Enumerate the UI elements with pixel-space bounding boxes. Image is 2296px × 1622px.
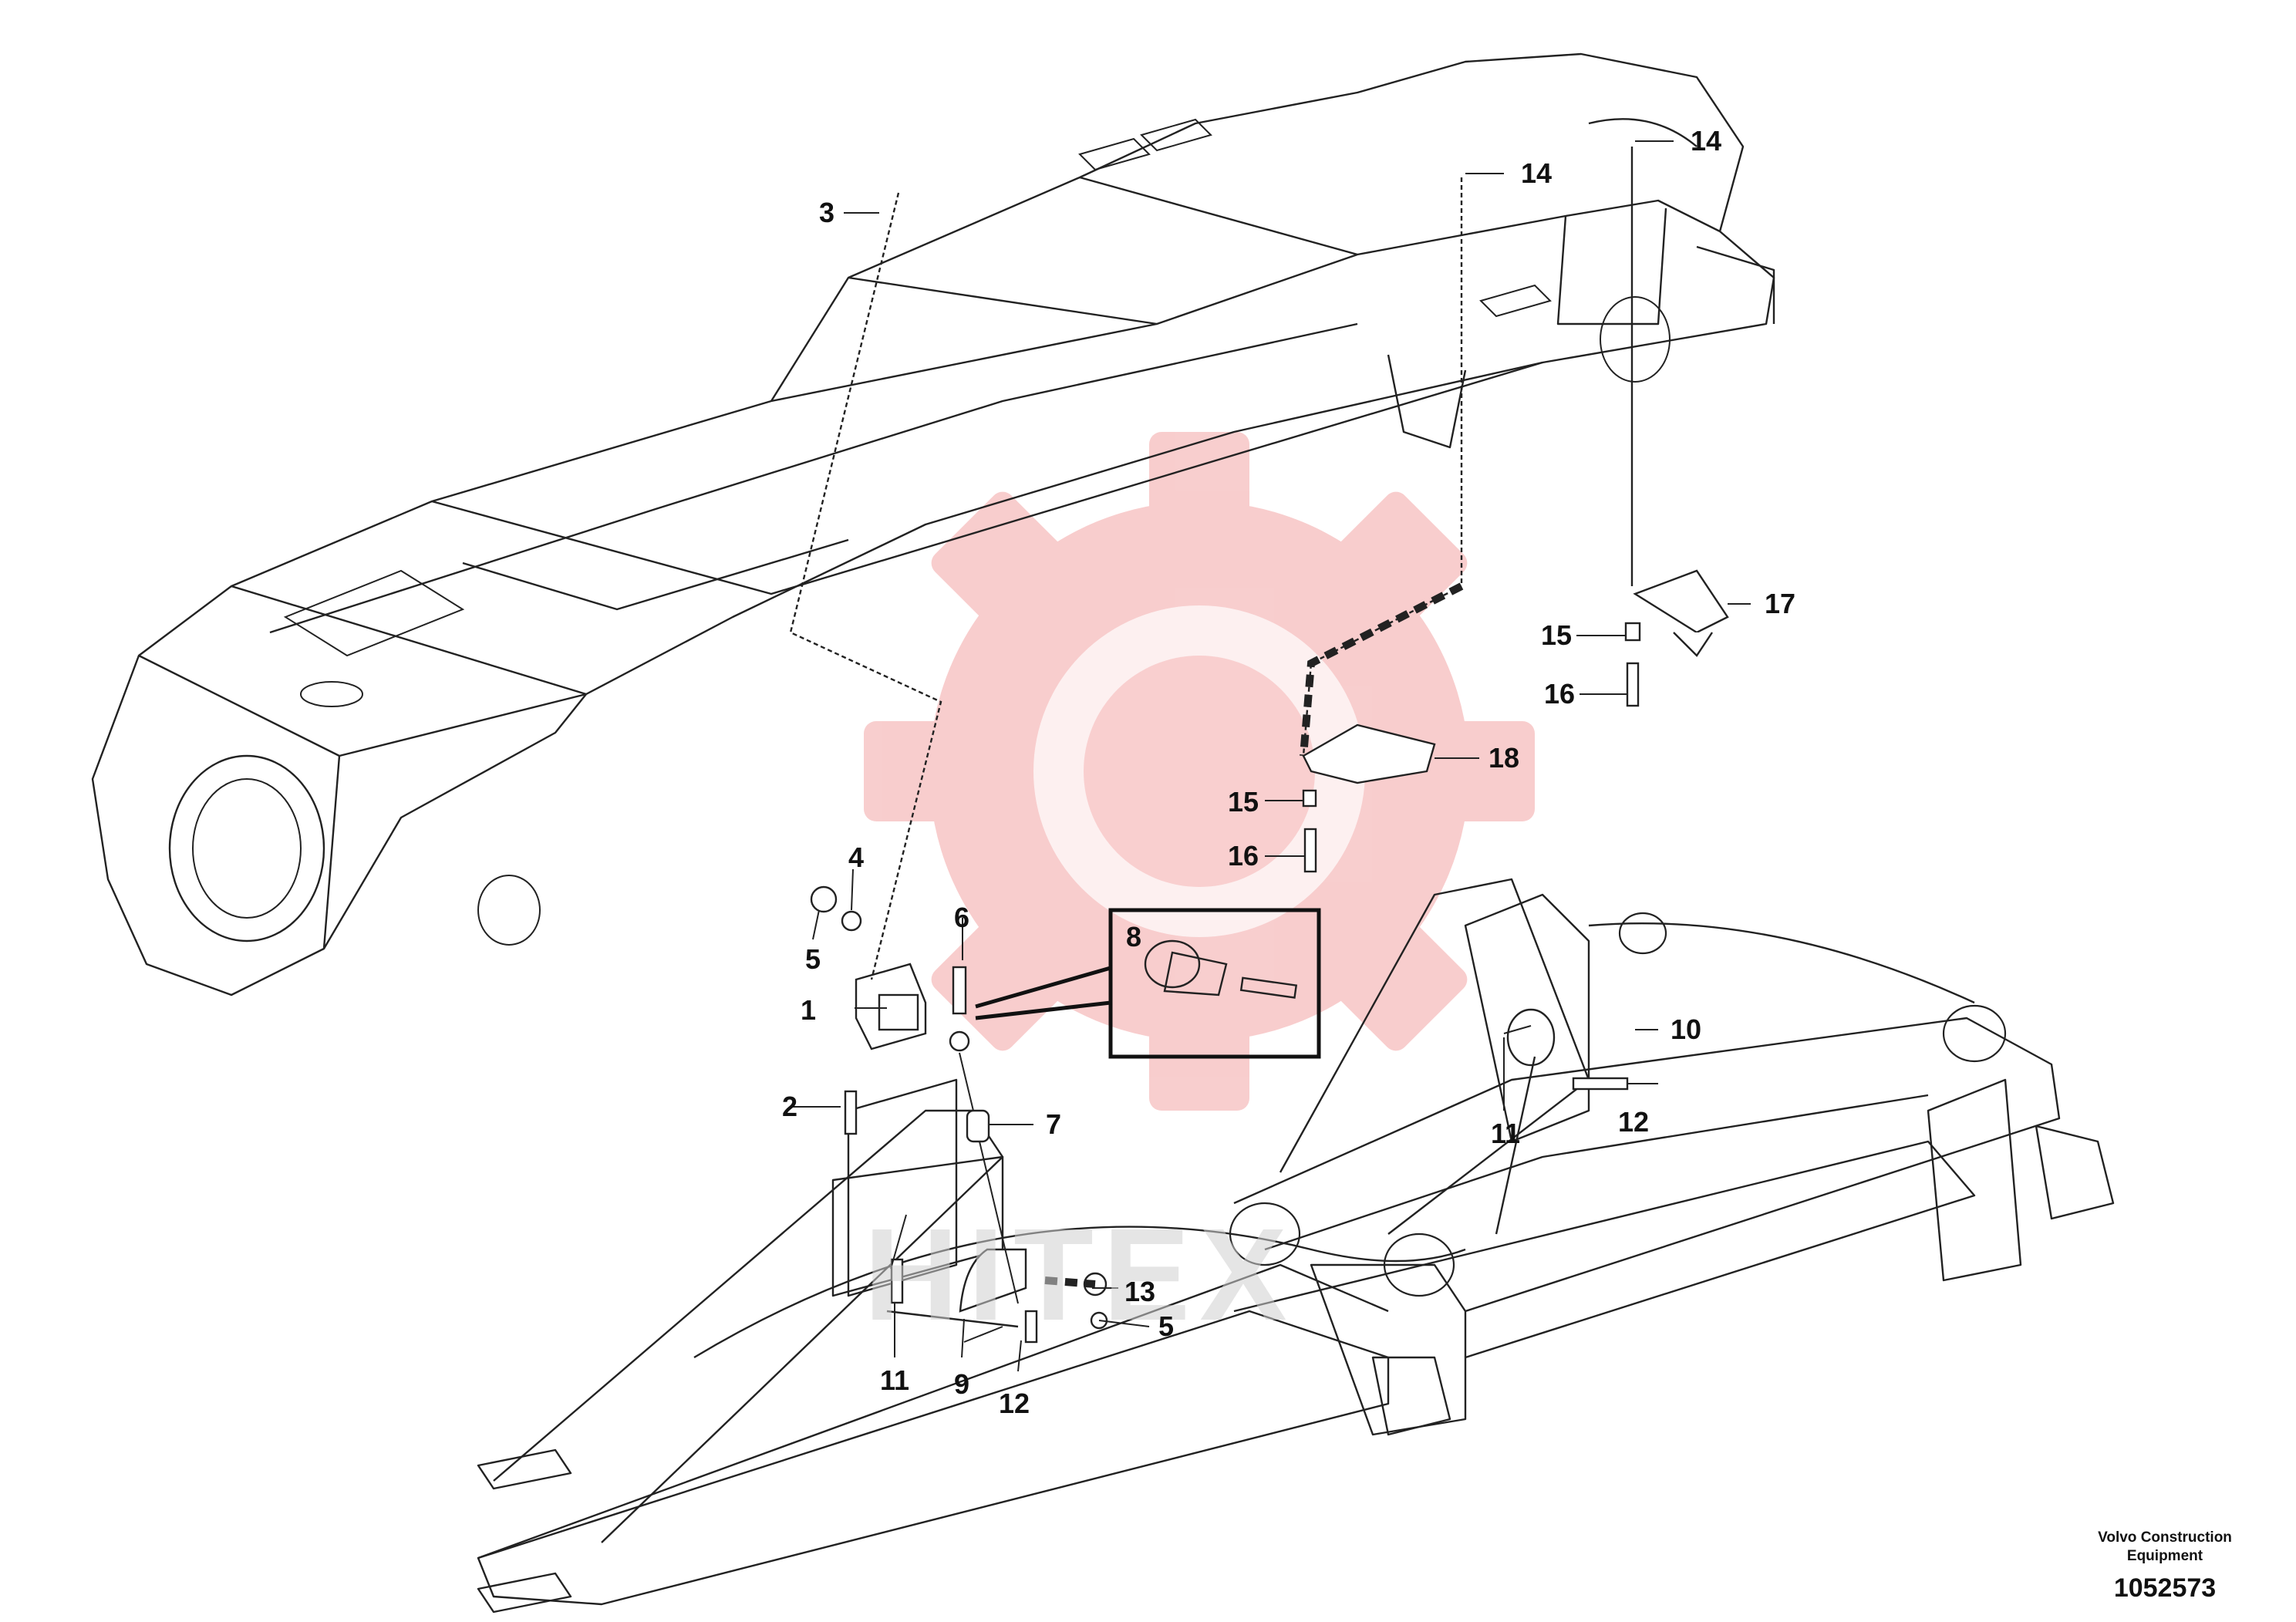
frame-bore-right (1600, 296, 1671, 383)
callout-leaders (790, 140, 1751, 1372)
callout-1: 1 (800, 994, 817, 1026)
callout-17: 17 (1764, 588, 1796, 619)
callout-2: 2 (781, 1091, 798, 1122)
watermark-text: HITEX (864, 1202, 1296, 1348)
bracket-18 (1302, 723, 1436, 873)
drawing-number: 1052573 (2113, 1573, 2217, 1603)
maker-line-1: Volvo Construction (2098, 1529, 2232, 1546)
callout-15a: 15 (1540, 619, 1573, 651)
callout-9: 9 (953, 1368, 970, 1400)
level-sensor (810, 885, 1629, 1344)
callout-18: 18 (1488, 742, 1520, 774)
maker-credit: Volvo Construction Equipment (2080, 1529, 2250, 1566)
cable-routing (789, 147, 1633, 1328)
callout-5b: 5 (1158, 1310, 1175, 1342)
callout-16a: 16 (1543, 678, 1576, 710)
rear-frame (91, 52, 1775, 996)
callout-3: 3 (818, 197, 835, 228)
maker-line-2: Equipment (2126, 1548, 2203, 1564)
callout-15b: 15 (1227, 786, 1259, 818)
callout-5a: 5 (804, 943, 821, 975)
callout-12b: 12 (1617, 1106, 1650, 1138)
callout-14a: 14 (1520, 157, 1553, 189)
sensor-link-rod (890, 1025, 1532, 1304)
gear-logo-icon (864, 432, 1535, 1111)
callout-11b: 11 (1490, 1118, 1521, 1149)
callout-11a: 11 (879, 1364, 910, 1396)
callout-13: 13 (1124, 1276, 1156, 1307)
callout-4: 4 (848, 841, 865, 873)
callout-6: 6 (953, 902, 970, 933)
frame-bore-left (168, 754, 325, 943)
callout-8: 8 (1125, 921, 1142, 953)
callout-12a: 12 (998, 1388, 1030, 1419)
callout-14b: 14 (1690, 125, 1722, 157)
callout-10: 10 (1670, 1013, 1702, 1045)
detail-view-8 (975, 908, 1321, 1059)
callout-7: 7 (1045, 1108, 1062, 1140)
callout-16b: 16 (1227, 840, 1259, 872)
bracket-17 (1624, 569, 1729, 707)
